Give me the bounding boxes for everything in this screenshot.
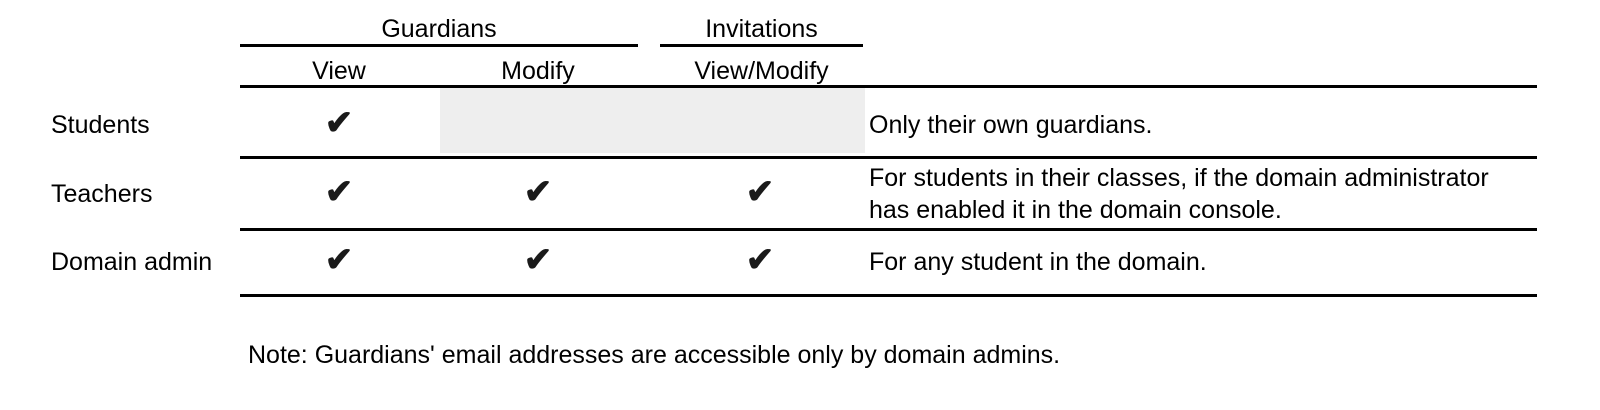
- description-teachers-line2: has enabled it in the domain console.: [869, 196, 1282, 224]
- check-icon-domain-admin-invitations-view-modify: ✔: [745, 241, 775, 279]
- group-rule-invitations: [660, 44, 863, 47]
- check-icon-teachers-invitations-view-modify: ✔: [745, 173, 775, 211]
- cell-description-domain-admin: For any student in the domain.: [869, 246, 1519, 278]
- column-group-invitations: Invitations: [705, 15, 818, 43]
- table-group-header-row: Guardians Invitations: [0, 14, 1600, 46]
- cell-students-not-applicable: [440, 88, 865, 153]
- description-teachers-line1: For students in their classes, if the do…: [869, 164, 1489, 192]
- row-label-domain-admin: Domain admin: [51, 248, 213, 276]
- cell-description-teachers: For students in their classes, if the do…: [869, 162, 1519, 226]
- table-rule-top: [240, 85, 1537, 88]
- table-rule-after-teachers: [240, 228, 1537, 231]
- table-rule-bottom: [240, 294, 1537, 297]
- table-rule-after-students: [240, 156, 1537, 159]
- column-header-guardians-view: View: [312, 57, 366, 85]
- group-rule-guardians: [240, 44, 638, 47]
- row-label-students: Students: [51, 111, 150, 139]
- cell-description-students: Only their own guardians.: [869, 109, 1519, 141]
- check-icon-students-guardians-view: ✔: [324, 104, 354, 142]
- table-footnote: Note: Guardians' email addresses are acc…: [248, 341, 1061, 369]
- column-header-guardians-modify: Modify: [501, 57, 575, 85]
- check-icon-domain-admin-guardians-view: ✔: [324, 241, 354, 279]
- column-group-guardians: Guardians: [381, 15, 497, 43]
- check-icon-teachers-guardians-modify: ✔: [523, 173, 553, 211]
- row-label-teachers: Teachers: [51, 180, 153, 208]
- column-header-invitations-view-modify: View/Modify: [694, 57, 829, 85]
- check-icon-teachers-guardians-view: ✔: [324, 173, 354, 211]
- check-icon-domain-admin-guardians-modify: ✔: [523, 241, 553, 279]
- description-students-line1: Only their own guardians.: [869, 111, 1153, 139]
- table-sub-header-row: View Modify View/Modify: [0, 56, 1600, 88]
- description-domain-admin-line1: For any student in the domain.: [869, 248, 1207, 276]
